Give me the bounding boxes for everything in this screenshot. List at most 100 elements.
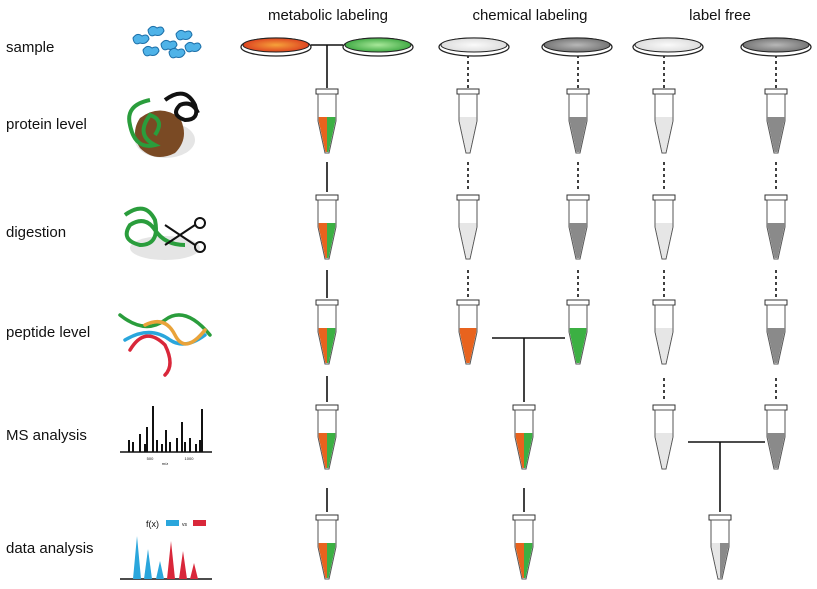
tube-icon bbox=[708, 514, 732, 580]
tube-cap bbox=[652, 194, 676, 201]
green-liquid bbox=[327, 117, 336, 152]
tube-cap bbox=[315, 299, 339, 306]
orange-liquid bbox=[318, 328, 327, 363]
green-chain bbox=[123, 206, 186, 248]
tube-cap bbox=[315, 88, 339, 95]
blue-legend bbox=[166, 520, 179, 526]
row-label: digestion bbox=[6, 224, 66, 241]
cell bbox=[132, 33, 150, 45]
tube-cap bbox=[566, 88, 590, 95]
tube-icon bbox=[456, 88, 480, 154]
row-label: data analysis bbox=[6, 540, 94, 557]
row-label: protein level bbox=[6, 116, 87, 133]
column-header: label free bbox=[689, 7, 751, 24]
peptide-strand bbox=[128, 334, 172, 377]
cell bbox=[160, 39, 178, 51]
dish-content bbox=[742, 37, 810, 53]
tube-cap bbox=[566, 299, 590, 306]
peak bbox=[144, 549, 152, 579]
cells-icon bbox=[132, 25, 202, 59]
green-liquid bbox=[327, 543, 336, 578]
peak bbox=[133, 536, 141, 579]
gray-liquid bbox=[720, 543, 729, 578]
tube-cap bbox=[456, 194, 480, 201]
dark-dish bbox=[541, 37, 613, 57]
tube-cap bbox=[764, 299, 788, 306]
cell bbox=[168, 47, 186, 59]
row-label: peptide level bbox=[6, 324, 90, 341]
tube-icon bbox=[512, 404, 536, 470]
orange-liquid bbox=[515, 543, 524, 578]
row-label: sample bbox=[6, 39, 54, 56]
orange-liquid bbox=[318, 433, 327, 468]
gray-liquid bbox=[767, 328, 785, 363]
tube-icon bbox=[764, 88, 788, 154]
tube-icon bbox=[566, 88, 590, 154]
tube-icon bbox=[315, 404, 339, 470]
quantification-icon: f(x) vs bbox=[120, 519, 212, 580]
peptide-strand bbox=[143, 319, 207, 346]
cell bbox=[147, 25, 165, 37]
tube-cap bbox=[315, 404, 339, 411]
light-liquid bbox=[459, 117, 477, 152]
tube-icon bbox=[652, 404, 676, 470]
tube-icon bbox=[652, 88, 676, 154]
tube-cap bbox=[315, 514, 339, 521]
tube-cap bbox=[456, 299, 480, 306]
tube-icon bbox=[512, 514, 536, 580]
dish-content bbox=[242, 37, 310, 53]
green-liquid bbox=[569, 328, 587, 363]
peak bbox=[156, 561, 164, 579]
black-chain bbox=[163, 91, 200, 123]
gray-liquid bbox=[569, 223, 587, 258]
tube-icon bbox=[566, 194, 590, 260]
green-liquid bbox=[524, 543, 533, 578]
column-header: chemical labeling bbox=[472, 7, 587, 24]
green-chain bbox=[127, 98, 161, 148]
peptides-icon bbox=[118, 313, 212, 377]
tube-icon bbox=[456, 194, 480, 260]
tube-cap bbox=[764, 194, 788, 201]
scissors-icon bbox=[123, 206, 206, 260]
tube-cap bbox=[512, 514, 536, 521]
cell bbox=[142, 45, 160, 57]
tube-icon bbox=[315, 514, 339, 580]
red-legend bbox=[193, 520, 206, 526]
tube-icon bbox=[315, 299, 339, 365]
vs-label: vs bbox=[182, 522, 188, 528]
tube-icon bbox=[315, 194, 339, 260]
light-liquid bbox=[711, 543, 720, 578]
gray-liquid bbox=[767, 117, 785, 152]
light-liquid bbox=[655, 223, 673, 258]
light-liquid bbox=[655, 328, 673, 363]
peak bbox=[190, 563, 198, 579]
tube-cap bbox=[315, 194, 339, 201]
tube-cap bbox=[652, 299, 676, 306]
dish-content bbox=[634, 37, 702, 53]
peptide-strand bbox=[118, 313, 212, 337]
dish-content bbox=[440, 37, 508, 53]
orange-liquid bbox=[318, 223, 327, 258]
tube-icon bbox=[764, 299, 788, 365]
fx-label: f(x) bbox=[146, 519, 159, 529]
green-liquid bbox=[327, 328, 336, 363]
peak bbox=[167, 541, 175, 579]
green-dish bbox=[342, 37, 414, 57]
light-dish bbox=[632, 37, 704, 57]
dark-dish bbox=[740, 37, 812, 57]
light-liquid bbox=[655, 433, 673, 468]
row-label: MS analysis bbox=[6, 427, 87, 444]
column-header: metabolic labeling bbox=[268, 7, 388, 24]
handle bbox=[194, 217, 206, 229]
tube-cap bbox=[652, 88, 676, 95]
tube-cap bbox=[512, 404, 536, 411]
cell bbox=[184, 41, 202, 53]
tube-cap bbox=[456, 88, 480, 95]
axis-label: m/z bbox=[162, 461, 168, 466]
gray-liquid bbox=[569, 117, 587, 152]
tick-label: 500 bbox=[147, 456, 154, 461]
tube-icon bbox=[652, 194, 676, 260]
orange-liquid bbox=[515, 433, 524, 468]
